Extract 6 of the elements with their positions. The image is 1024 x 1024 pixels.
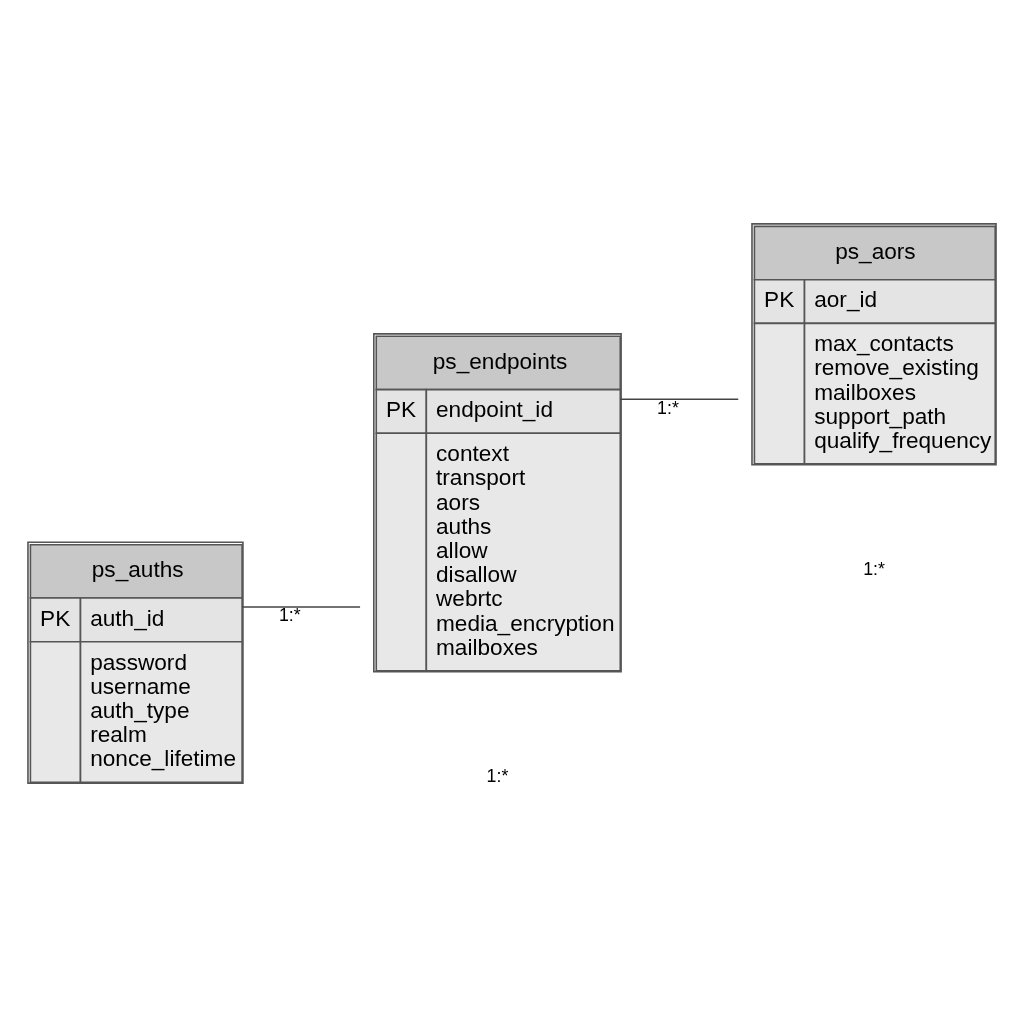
connector <box>241 606 361 608</box>
edge-label: 1:* <box>657 397 679 418</box>
label: 1:* <box>863 559 885 580</box>
connector <box>619 398 740 401</box>
edge-label: 1:* <box>278 605 301 626</box>
label: 1:* <box>486 765 509 786</box>
